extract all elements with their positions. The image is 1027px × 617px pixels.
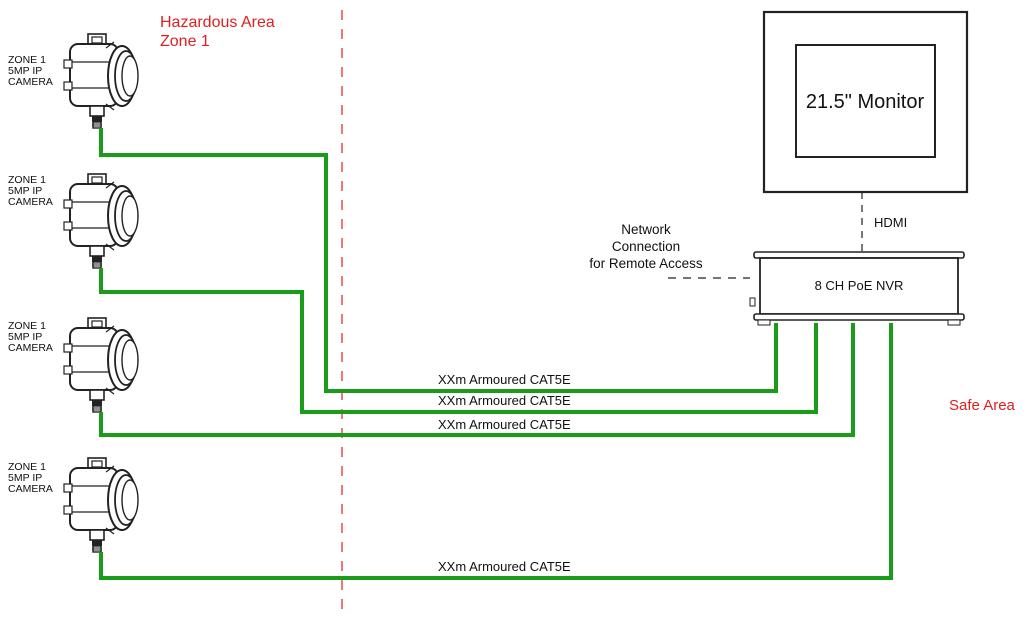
- monitor: 21.5" Monitor: [762, 10, 969, 194]
- cable-camera-1: [99, 128, 778, 393]
- camera-label: ZONE 1: [8, 54, 46, 66]
- camera-3: ZONE 1 5MP IP CAMERA: [8, 317, 139, 413]
- camera-label: 5MP IP: [8, 472, 42, 484]
- camera-label: ZONE 1: [8, 174, 46, 186]
- camera-label: CAMERA: [8, 342, 53, 354]
- monitor-screen: [795, 44, 936, 158]
- camera-label: 5MP IP: [8, 65, 42, 77]
- camera-icon: [63, 33, 139, 129]
- camera-icon: [63, 317, 139, 413]
- camera-label: 5MP IP: [8, 331, 42, 343]
- camera-icon: [63, 173, 139, 269]
- camera-label: CAMERA: [8, 483, 53, 495]
- safe-area-label: Safe Area: [949, 397, 1016, 414]
- nvr-label: 8 CH PoE NVR: [815, 278, 904, 293]
- camera-label: CAMERA: [8, 196, 53, 208]
- nvr-device: 8 CH PoE NVR: [749, 251, 965, 326]
- hazardous-area-label: Hazardous Area: [160, 14, 275, 31]
- camera-1: ZONE 1 5MP IP CAMERA: [8, 33, 139, 129]
- camera-label: 5MP IP: [8, 185, 42, 197]
- hdmi-label: HDMI: [874, 215, 907, 230]
- camera-label: ZONE 1: [8, 320, 46, 332]
- camera-label: ZONE 1: [8, 461, 46, 473]
- cable-label: XXm Armoured CAT5E: [438, 417, 571, 432]
- monitor-label: 21.5" Monitor: [806, 91, 925, 113]
- cables: [99, 128, 893, 580]
- camera-2: ZONE 1 5MP IP CAMERA: [8, 173, 139, 269]
- cable-label: XXm Armoured CAT5E: [438, 559, 571, 574]
- camera-4: ZONE 1 5MP IP CAMERA: [8, 457, 139, 553]
- cable-camera-3: [99, 323, 855, 437]
- hazardous-zone-label: Zone 1: [160, 33, 210, 50]
- camera-label: CAMERA: [8, 76, 53, 88]
- nvr-box: [759, 257, 959, 315]
- cable-label: XXm Armoured CAT5E: [438, 393, 571, 408]
- cable-label: XXm Armoured CAT5E: [438, 372, 571, 387]
- cable-camera-4: [99, 323, 893, 580]
- camera-icon: [63, 457, 139, 553]
- network-label-line1: Network: [621, 222, 671, 237]
- network-label-line3: for Remote Access: [589, 256, 703, 271]
- cable-camera-2: [99, 268, 818, 414]
- network-label-line2: Connection: [612, 239, 680, 254]
